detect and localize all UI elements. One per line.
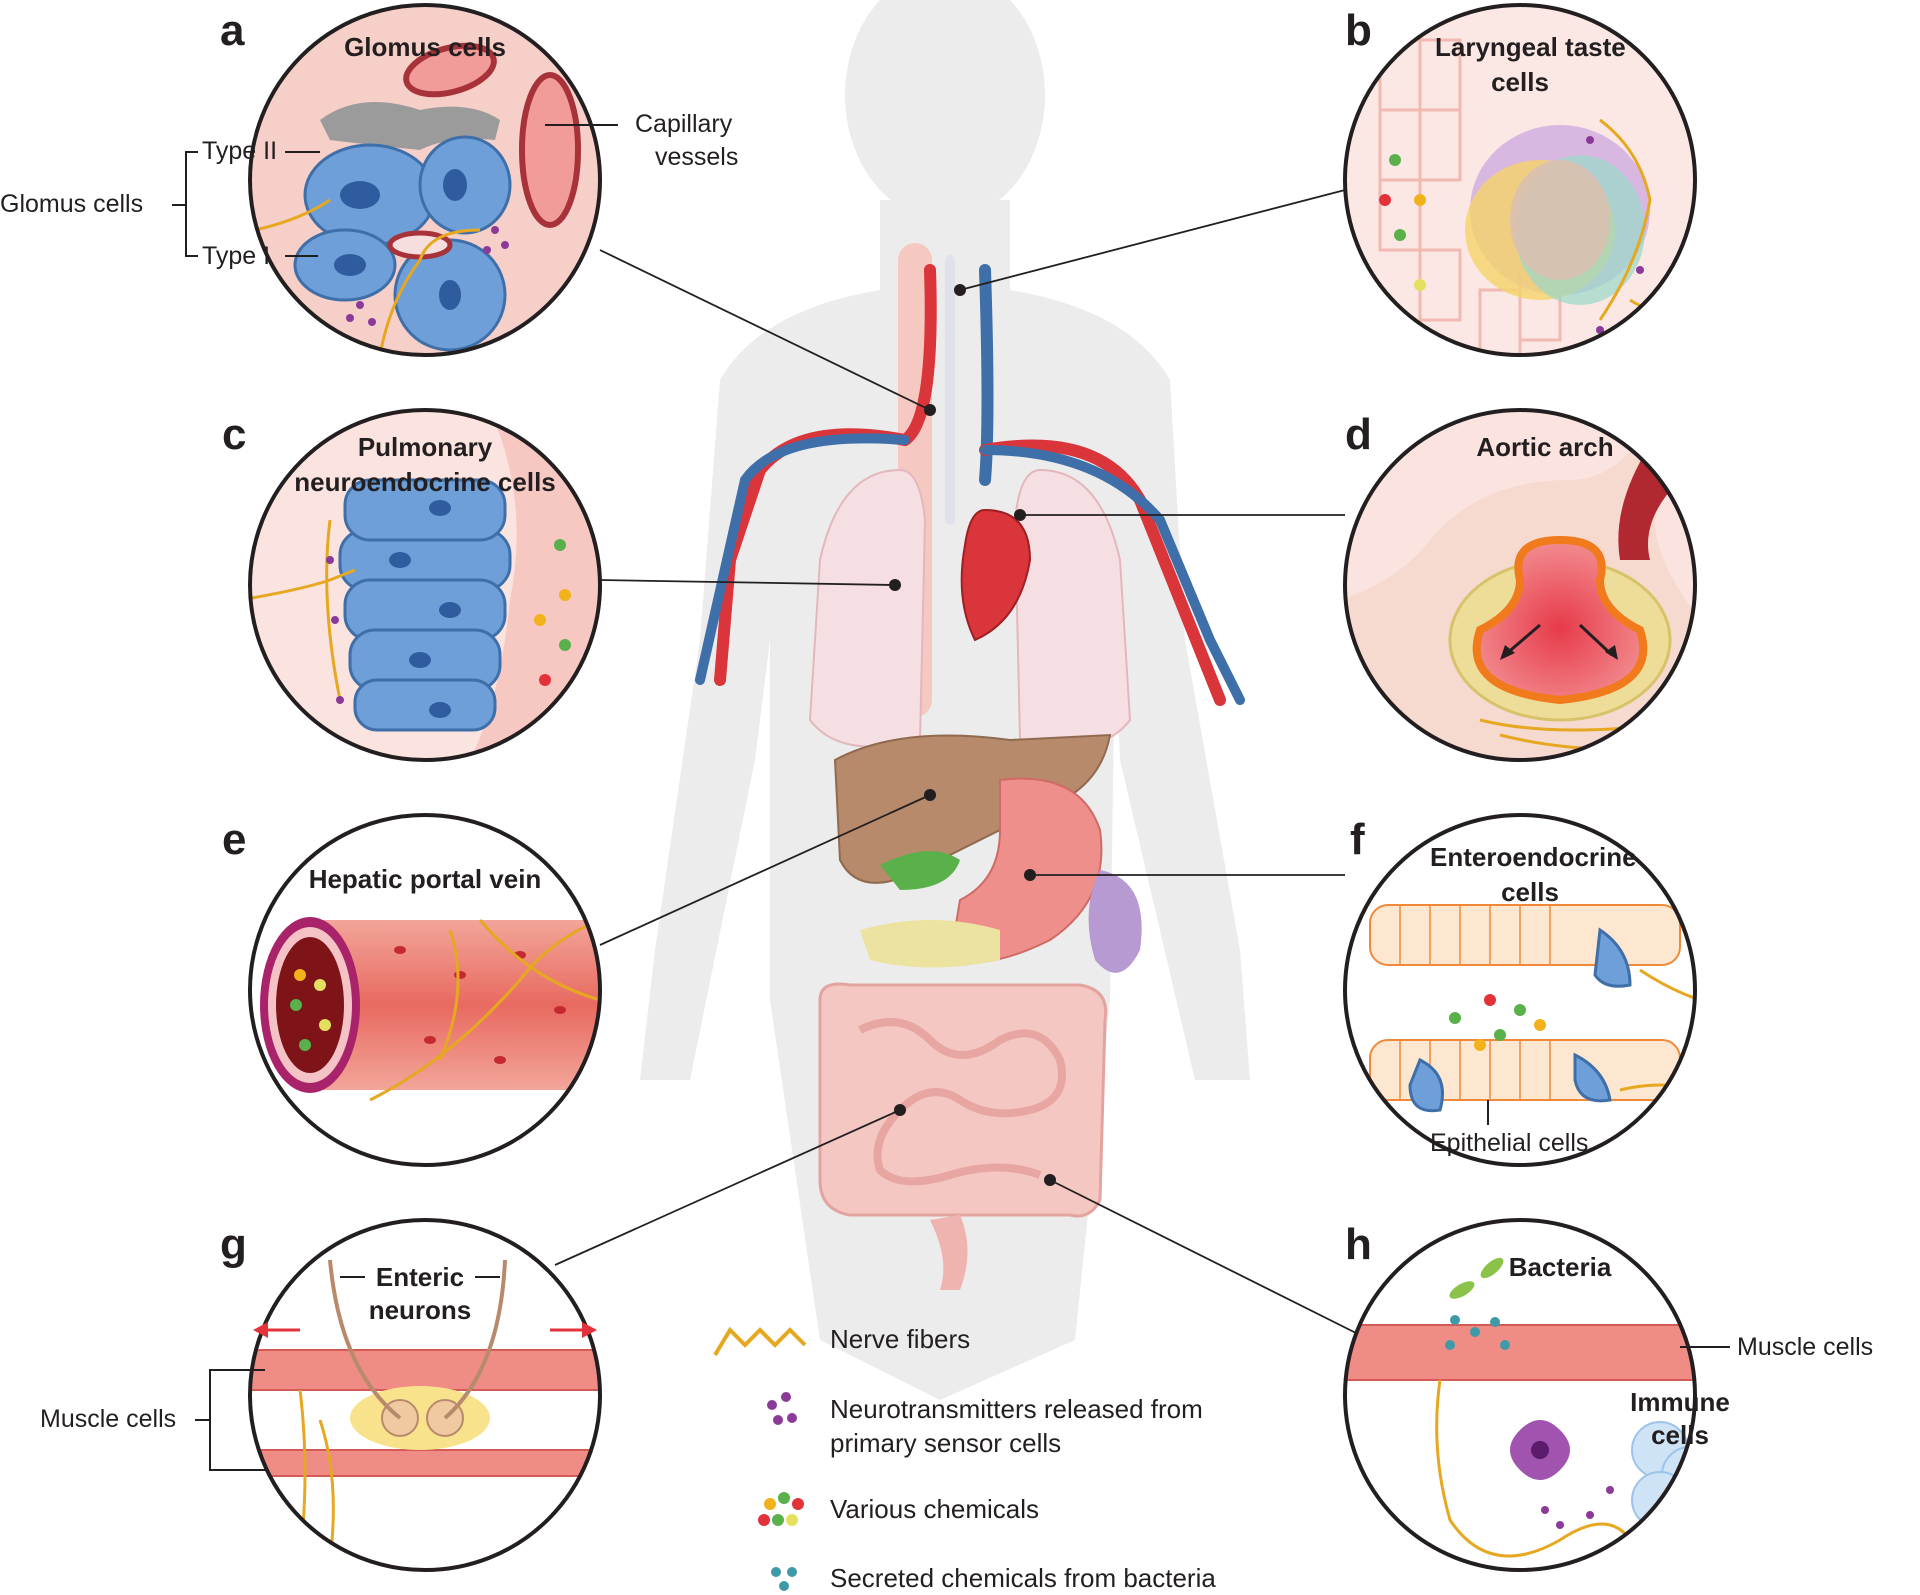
legend-neurotransmitters-line1: Neurotransmitters released from (830, 1394, 1203, 1424)
immune-label-line1: Immune (1630, 1387, 1730, 1417)
legend-neurotransmitters-line2: primary sensor cells (830, 1428, 1062, 1458)
panel-g-circle (195, 1218, 602, 1572)
spleen (1088, 870, 1142, 973)
panel-b-title-line1: Laryngeal taste (1435, 32, 1626, 62)
legend-bacterial-chemicals: Secreted chemicals from bacteria (830, 1563, 1216, 1593)
nerve-fiber-icon (713, 1326, 807, 1357)
various-chemicals-icon (758, 1492, 804, 1526)
panel-letter-e: e (222, 815, 247, 864)
panel-letter-h: h (1345, 1220, 1372, 1269)
panel-a-brackets (172, 124, 618, 257)
gallbladder (880, 851, 960, 890)
panel-a-title: Glomus cells (344, 32, 506, 62)
bacterial-chemicals-icon (771, 1567, 797, 1591)
intestines (818, 982, 1108, 1290)
panel-c-circle (248, 408, 602, 762)
connector-dots (889, 284, 1056, 1186)
epithelial-cells-label: Epithelial cells (1430, 1129, 1589, 1157)
type-2-label: Type II (202, 137, 278, 165)
neurotransmitter-icon (767, 1392, 797, 1425)
panel-h-circle (1343, 1218, 1730, 1572)
panel-letter-c: c (222, 410, 247, 459)
panel-d-circle (1343, 408, 1697, 762)
panel-e-circle (248, 813, 602, 1167)
stomach (948, 777, 1103, 964)
legend-various-chemicals: Various chemicals (830, 1494, 1040, 1524)
panel-g-title-line1: Enteric (375, 1262, 465, 1292)
panel-b-title-line2: cells (1491, 67, 1549, 97)
pancreas (860, 920, 1000, 968)
heart (960, 508, 1032, 642)
liver (833, 733, 1112, 884)
panel-b-circle (1343, 3, 1697, 357)
panel-letter-d: d (1345, 410, 1372, 459)
glomus-group-label: Glomus cells (0, 190, 144, 218)
panel-letter-b: b (1345, 6, 1372, 55)
bacteria-label: Bacteria (1508, 1252, 1612, 1282)
panel-letter-a: a (220, 6, 245, 55)
panel-f-title-line1: Enteroendocrine (1430, 842, 1637, 872)
panel-letter-g: g (220, 1220, 247, 1269)
panel-g-title-line2: neurons (368, 1295, 472, 1325)
immune-label-line2: cells (1651, 1420, 1709, 1450)
panel-e-title: Hepatic portal vein (308, 864, 542, 894)
connector-lines (554, 189, 1371, 1341)
panel-h-muscle-label: Muscle cells (1737, 1333, 1874, 1361)
panel-c-title-line1: Pulmonary (357, 432, 493, 462)
panel-d-title: Aortic arch (1476, 432, 1614, 462)
type-1-label: Type I (202, 242, 271, 270)
capillary-label-line1: Capillary (635, 110, 733, 138)
panel-c-title-line2: neuroendocrine cells (294, 467, 556, 497)
legend-icons (713, 1326, 807, 1591)
capillary-label-line2: vessels (655, 143, 739, 171)
panel-a-circle (248, 3, 602, 357)
panel-letter-f: f (1350, 815, 1365, 864)
panel-f-circle (1343, 813, 1697, 1167)
legend-nerve-fibers: Nerve fibers (830, 1324, 971, 1354)
panel-f-title-line2: cells (1501, 877, 1559, 907)
panel-g-muscle-label: Muscle cells (40, 1405, 177, 1433)
